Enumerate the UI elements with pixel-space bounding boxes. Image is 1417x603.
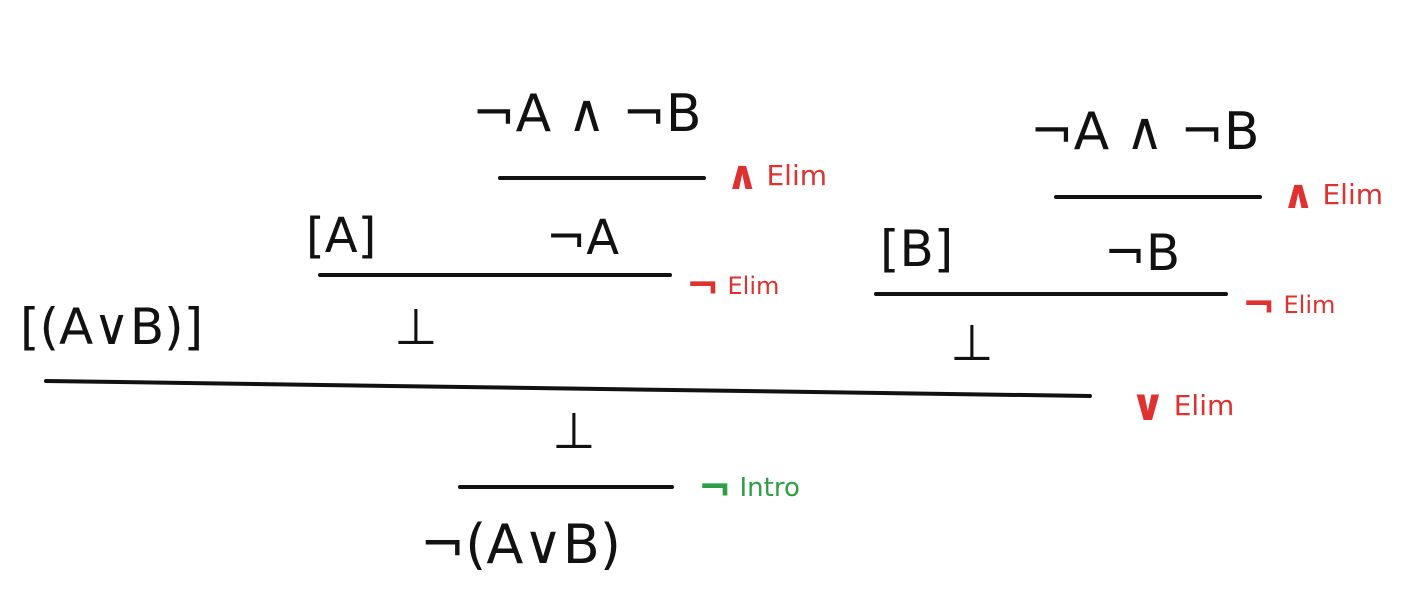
left-premise-conjunction: ¬A ∧ ¬B [472,84,702,144]
negation-symbol-icon-intro: ¬ [698,465,732,511]
and-symbol-icon: ∧ [726,153,759,199]
right-and-elim-line [1054,195,1262,199]
left-neg-elim-line [318,273,672,277]
right-neg-elim-line [874,292,1228,296]
left-and-elim-label: ∧Elim [726,153,828,199]
neg-intro-label: ¬Intro [698,465,800,511]
left-negation: ¬A [546,210,620,266]
right-bottom: ⊥ [950,314,994,372]
or-elim-label: ∨Elim [1130,380,1235,431]
middle-bottom: ⊥ [552,402,596,460]
left-and-elim-line [498,176,706,180]
negation-symbol-icon-right: ¬ [1242,282,1276,328]
or-symbol-icon: ∨ [1130,380,1166,431]
right-and-elim-label: ∧Elim [1282,172,1384,218]
left-neg-elim-label: ¬Elim [686,263,780,309]
right-neg-elim-label: ¬Elim [1242,282,1336,328]
right-premise-conjunction: ¬A ∧ ¬B [1030,102,1260,162]
right-assumption: [B] [880,220,954,278]
right-negation: ¬B [1104,224,1181,282]
negation-symbol-icon: ¬ [686,263,720,309]
neg-intro-line [458,485,674,489]
and-symbol-icon-right: ∧ [1282,172,1315,218]
left-bottom: ⊥ [394,298,438,356]
or-elim-line [44,379,1092,398]
conclusion: ¬(A∨B) [420,513,621,576]
left-assumption: [A] [306,208,377,264]
main-assumption: [(A∨B)] [20,298,204,356]
